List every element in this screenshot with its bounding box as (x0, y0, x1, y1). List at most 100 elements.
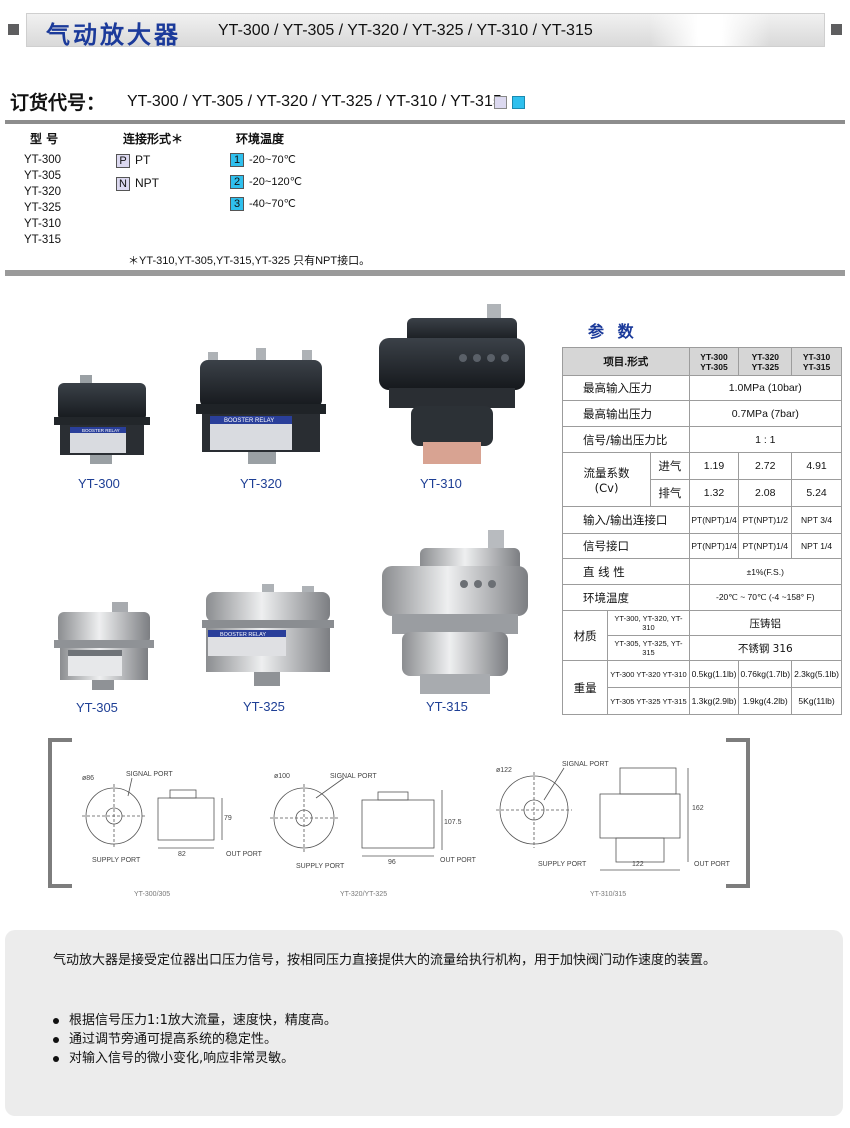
temperature-option-2: 2-20~120℃ (230, 175, 302, 190)
product-label: YT-320 (240, 476, 282, 491)
spec-title: 参 数 (588, 322, 638, 341)
product-image-yt-320: BOOSTER RELAY (196, 348, 326, 464)
dimension-height-3: 162 (692, 805, 704, 812)
dimension-dia-1: ø86 (82, 775, 94, 782)
product-label: YT-315 (426, 699, 468, 714)
dimension-dia-3: ø122 (496, 767, 512, 774)
spec-value: NPT 1/4 (791, 533, 842, 559)
spec-value: 1.0MPa (10bar) (688, 375, 843, 401)
npt-note: ＊YT-310,YT-305,YT-315,YT-325 只有NPT接口。 (128, 255, 371, 267)
spec-value: NPT 3/4 (791, 506, 842, 534)
connection-code-swatch (494, 96, 507, 109)
signal-port-label: SIGNAL PORT (126, 771, 173, 778)
product-label: YT-325 (243, 699, 285, 714)
dimension-width-1: 82 (178, 851, 186, 858)
spec-value: 1.9kg(4.2lb) (738, 687, 793, 715)
connection-code: P (116, 153, 130, 168)
header-models: YT-300 / YT-305 / YT-320 / YT-325 / YT-3… (218, 22, 593, 39)
divider-bottom (5, 270, 845, 276)
model-item: YT-325 (24, 202, 62, 214)
product-image-yt-305 (54, 602, 154, 690)
spec-row-material-2: YT-305, YT-325, YT-315 不锈钢 316 (563, 635, 843, 661)
spec-value: PT(NPT)1/4 (688, 506, 740, 534)
model-list: YT-300 YT-305 YT-320 YT-325 YT-310 YT-31… (24, 152, 61, 248)
spec-value: PT(NPT)1/4 (738, 533, 793, 559)
spec-label: 最高输入压力 (562, 375, 690, 401)
temperature-label: -20~70℃ (249, 154, 296, 166)
spec-value: 1 : 1 (688, 426, 843, 453)
spec-value: -20℃ ~ 70℃ (-4 ~158° F) (688, 584, 843, 611)
connection-code: N (116, 176, 130, 191)
spec-value: 2.08 (738, 479, 793, 507)
spec-material-value: 不锈钢 316 (688, 635, 843, 661)
supply-port-label: SUPPLY PORT (92, 857, 141, 864)
spec-row-material: 材质 YT-300, YT-320, YT-310 压铸铝 (561, 610, 843, 661)
spec-label: 直 线 性 (562, 558, 690, 585)
spec-value: PT(NPT)1/2 (738, 506, 793, 534)
connection-label: NPT (135, 176, 159, 190)
spec-value: 0.7MPa (7bar) (688, 400, 843, 427)
spec-weight-label: 重量 (561, 660, 609, 715)
product-image-yt-310 (379, 304, 525, 464)
temperature-code-swatch (512, 96, 525, 109)
drawing-caption: YT-300/305 (134, 891, 170, 898)
temperature-label: -40~70℃ (249, 198, 296, 210)
connection-option-npt: N NPT (116, 176, 159, 191)
column-header-temperature: 环境温度 (236, 132, 285, 146)
spec-value: 4.91 (791, 452, 842, 480)
spec-flow-label: 流量系数(Cv) (561, 452, 652, 507)
spec-value: 0.76kg(1.7lb) (738, 660, 793, 688)
spec-value: PT(NPT)1/4 (688, 533, 740, 559)
supply-port-label: SUPPLY PORT (296, 863, 345, 870)
product-label: YT-305 (76, 700, 118, 715)
dimension-dia-2: ø100 (274, 773, 290, 780)
header-square-right (831, 24, 842, 35)
model-item: YT-300 (24, 154, 62, 166)
spec-row-weight: 重量 YT-300 YT-320 YT-310 0.5kg(1.1lb) 0.7… (561, 660, 842, 715)
header-square-left (8, 24, 19, 35)
header-bar-highlight (650, 14, 770, 46)
spec-label: 输入/输出连接口 (562, 506, 690, 534)
nameplate-text: BOOSTER RELAY (82, 428, 120, 433)
feature-text: 通过调节旁通可提高系统的稳定性。 (69, 1032, 278, 1047)
model-item: YT-305 (24, 170, 62, 182)
bullet-icon (53, 1036, 59, 1043)
feature-text: 对输入信号的微小变化,响应非常灵敏。 (69, 1051, 295, 1066)
out-port-label: OUT PORT (440, 857, 477, 864)
temperature-code: 1 (230, 153, 244, 168)
signal-port-label: SIGNAL PORT (330, 773, 377, 780)
dimension-drawings: SIGNAL PORT SUPPLY PORT OUT PORT ø86 82 … (48, 738, 750, 898)
nameplate-text: BOOSTER RELAY (224, 418, 274, 424)
spec-row-linearity: 直 线 性 ±1%(F.S.) (562, 558, 843, 585)
description-panel (5, 930, 843, 1116)
nameplate-text: BOOSTER RELAY (220, 632, 266, 638)
spec-row-connection: 输入/输出连接口 PT(NPT)1/4 PT(NPT)1/2 NPT 3/4 (562, 506, 842, 534)
order-code-models: YT-300 / YT-305 / YT-320 / YT-325 / YT-3… (127, 93, 502, 110)
spec-flow-out-label: 排气 (650, 479, 690, 507)
out-port-label: OUT PORT (226, 851, 263, 858)
temperature-code: 3 (230, 197, 244, 212)
spec-weight-models: YT-305 YT-325 YT-315 (607, 687, 690, 715)
bullet-icon (53, 1017, 59, 1024)
spec-material-label: 材质 (561, 610, 609, 661)
spec-value: 2.72 (738, 452, 793, 480)
drawing-caption: YT-310/315 (590, 891, 626, 898)
product-label: YT-310 (420, 476, 462, 491)
feature-list: 根据信号压力1:1放大流量，速度快，精度高。 通过调节旁通可提高系统的稳定性。 … (53, 1011, 337, 1068)
product-label: YT-300 (78, 476, 120, 491)
dimension-width-3: 122 (632, 861, 644, 868)
spec-material-models: YT-305, YT-325, YT-315 (607, 635, 690, 661)
feature-item: 对输入信号的微小变化,响应非常灵敏。 (53, 1049, 337, 1068)
description-text: 气动放大器是接受定位器出口压力信号，按相同压力直接提供大的流量给执行机构，用于加… (53, 953, 717, 968)
spec-label: 环境温度 (562, 584, 690, 611)
spec-row-signal: 信号接口 PT(NPT)1/4 PT(NPT)1/4 NPT 1/4 (562, 533, 842, 559)
spec-value: 1.3kg(2.9lb) (688, 687, 740, 715)
spec-flow-in-label: 进气 (650, 452, 690, 480)
feature-text: 根据信号压力1:1放大流量，速度快，精度高。 (69, 1013, 337, 1028)
spec-label: 信号接口 (562, 533, 690, 559)
spec-row-flow-in: 流量系数(Cv) 进气 1.19 2.72 4.91 (561, 452, 842, 507)
